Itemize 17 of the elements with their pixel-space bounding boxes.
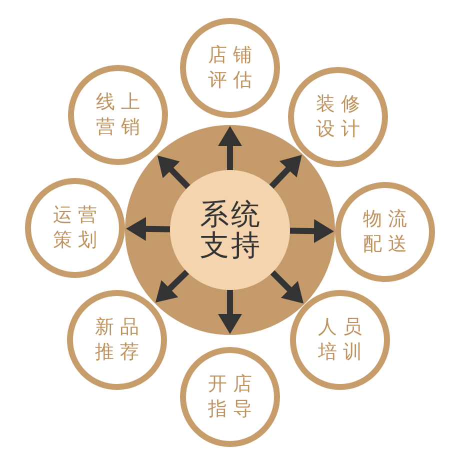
- arrow: [290, 219, 334, 244]
- arrow: [155, 153, 190, 190]
- node-label: 运营策划: [52, 203, 104, 253]
- node-label: 装修设计: [316, 92, 366, 142]
- arrow: [153, 270, 190, 305]
- node-label: 物流配送: [362, 207, 414, 257]
- node-label: 系统支持: [200, 199, 262, 261]
- arrow: [218, 290, 242, 334]
- node-label: 开店指导: [208, 372, 258, 422]
- arrow: [218, 126, 242, 170]
- arrow: [270, 270, 306, 306]
- arrow: [126, 216, 170, 241]
- node-label: 线上营销: [96, 90, 146, 140]
- arrow: [269, 152, 304, 189]
- node-label: 店铺评估: [208, 43, 258, 93]
- node-label: 新品推荐: [94, 315, 146, 365]
- node-label: 人员培训: [318, 315, 368, 365]
